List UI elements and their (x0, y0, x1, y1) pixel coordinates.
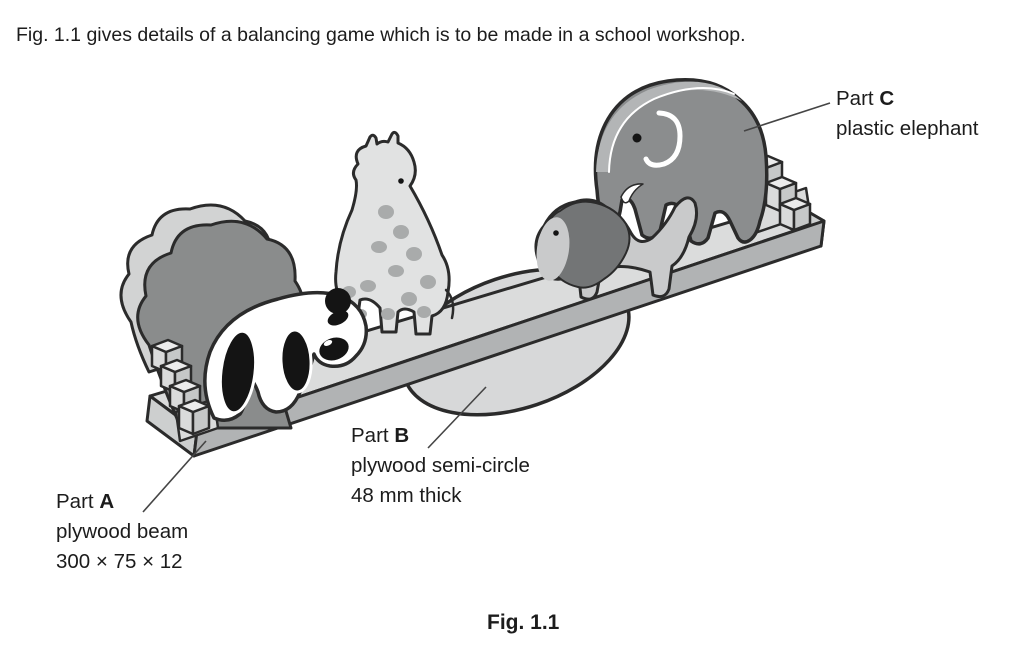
panda-eye-patch (327, 310, 349, 326)
drawing-root (119, 78, 826, 458)
plastic-elephant (593, 78, 769, 246)
label-part-a: Part A plywood beam 300 × 75 × 12 (56, 487, 188, 577)
panda-leg (218, 329, 258, 415)
panda-ear (325, 288, 351, 314)
label-part-b-word: Part (351, 424, 389, 447)
lion (534, 196, 698, 301)
intro-text: Fig. 1.1 gives details of a balancing ga… (16, 24, 746, 46)
giraffe-tail (444, 288, 455, 320)
panda-leg (279, 328, 313, 394)
giraffe (334, 130, 455, 336)
giraffe-spots (342, 205, 436, 320)
label-part-c: Part C plastic elephant (836, 84, 978, 144)
lion-eye (553, 230, 559, 236)
label-part-c-word: Part (836, 87, 874, 110)
label-part-a-title: Part A (56, 487, 188, 517)
elephant-rim-highlight (608, 87, 735, 173)
label-part-b-desc: plywood semi-circle (351, 454, 530, 477)
label-part-c-desc: plastic elephant (836, 117, 979, 140)
label-part-a-letter: A (99, 490, 115, 513)
elephant-tusk (620, 183, 644, 204)
label-part-a-desc: plywood beam (56, 520, 189, 543)
label-part-b-letter: B (394, 424, 410, 447)
panda (203, 288, 369, 422)
label-part-b-title: Part B (351, 421, 530, 451)
elephant-eye (632, 133, 642, 143)
step-top (168, 378, 202, 394)
step-top (150, 338, 184, 354)
step-top (159, 358, 193, 374)
label-part-a-word: Part (56, 490, 94, 513)
label-part-c-letter: C (879, 87, 895, 110)
elephant-top-rim (596, 81, 742, 172)
step-block (177, 398, 211, 436)
elephant-ear-line (643, 110, 683, 168)
figure-caption: Fig. 1.1 (487, 611, 560, 634)
label-part-b-thickness: 48 mm thick (351, 484, 462, 507)
label-part-b: Part B plywood semi-circle 48 mm thick (351, 421, 530, 511)
label-part-a-dimensions: 300 × 75 × 12 (56, 550, 183, 573)
label-part-c-title: Part C (836, 84, 978, 114)
leader-line-part-a (142, 440, 207, 513)
leader-line-part-b (427, 386, 487, 449)
step-top (778, 196, 812, 212)
giraffe-eye (398, 178, 404, 184)
panda-nose-highlight (323, 340, 333, 346)
step-block (778, 196, 812, 232)
lion-face (536, 217, 570, 281)
leader-line-part-c (743, 102, 831, 132)
left-end-steps (150, 338, 220, 443)
step-top (764, 175, 798, 191)
leader-lines (142, 102, 831, 513)
